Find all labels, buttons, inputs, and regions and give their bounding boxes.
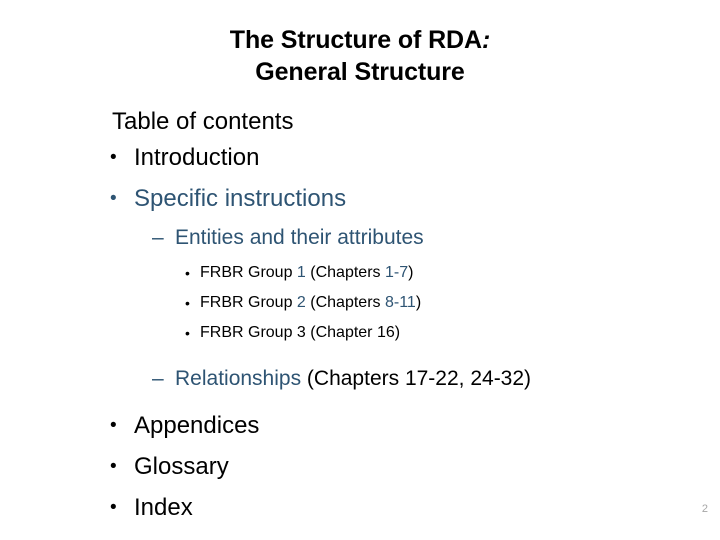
frbr2-chapter-range: 8-11	[384, 294, 416, 311]
list-item-frbr-group-1[interactable]: • FRBR Group 1 (Chapters 1-7)	[0, 258, 720, 288]
page-number: 2	[701, 503, 708, 515]
frbr2-chapters-label: (Chapters	[305, 294, 385, 311]
bullet-dot-icon: •	[110, 497, 117, 518]
relationships-label: Relationships	[175, 367, 302, 390]
bullet-dot-icon: •	[110, 415, 117, 436]
list-item-glossary[interactable]: • Glossary	[0, 446, 720, 487]
relationships-chapters: (Chapters 17-22, 24-32)	[301, 367, 532, 390]
frbr1-prefix: FRBR Group	[200, 264, 297, 281]
toc-heading: Table of contents	[0, 106, 720, 137]
frbr1-suffix: )	[408, 264, 414, 281]
list-item-label: Introduction	[134, 144, 260, 171]
list-item-frbr-group-3[interactable]: • FRBR Group 3 (Chapter 16)	[0, 318, 720, 348]
bullet-dash-icon: –	[152, 226, 164, 249]
slide-title: The Structure of RDA: General Structure	[0, 24, 720, 88]
slide-body: Table of contents • Introduction • Speci…	[0, 106, 720, 528]
title-line-1: The Structure of RDA:	[0, 24, 720, 56]
list-item-label: Appendices	[134, 412, 260, 439]
list-item-label: Glossary	[134, 453, 229, 480]
list-item-relationships[interactable]: – Relationships (Chapters 17-22, 24-32)	[0, 360, 720, 397]
title-main-text: The Structure of RDA	[229, 26, 482, 54]
list-item-label: FRBR Group 3 (Chapter 16)	[200, 324, 401, 341]
list-item-label: Entities and their attributes	[175, 226, 424, 249]
list-item-specific-instructions[interactable]: • Specific instructions	[0, 178, 720, 219]
list-item-label: FRBR Group 1 (Chapters 1-7)	[200, 258, 413, 288]
bullet-dot-icon: •	[110, 456, 117, 477]
frbr2-suffix: )	[415, 294, 422, 311]
frbr2-group-number: 2	[296, 294, 306, 311]
list-item-appendices[interactable]: • Appendices	[0, 405, 720, 446]
bullet-dash-icon: –	[152, 367, 164, 390]
title-colon: :	[481, 26, 491, 54]
list-item-introduction[interactable]: • Introduction	[0, 137, 720, 178]
bullet-dot-icon: •	[185, 325, 190, 341]
list-item-entities-and-attributes[interactable]: – Entities and their attributes	[0, 219, 720, 256]
list-item-label: Relationships (Chapters 17-22, 24-32)	[175, 360, 531, 397]
bullet-dot-icon: •	[110, 188, 117, 209]
list-item-frbr-group-2[interactable]: • FRBR Group 2 (Chapters 8-11)	[0, 288, 720, 318]
toc-heading-label: Table of contents	[112, 108, 294, 135]
frbr1-group-number: 1	[296, 264, 306, 281]
frbr2-prefix: FRBR Group	[200, 294, 297, 311]
bullet-dot-icon: •	[185, 265, 190, 281]
list-item-index[interactable]: • Index	[0, 487, 720, 528]
bullet-dot-icon: •	[110, 147, 117, 168]
frbr1-chapters-label: (Chapters	[305, 264, 385, 281]
list-item-label: Index	[134, 494, 193, 521]
title-line-2: General Structure	[255, 58, 465, 86]
list-item-label: Specific instructions	[134, 185, 347, 212]
list-item-label: FRBR Group 2 (Chapters 8-11)	[200, 288, 421, 318]
frbr1-chapter-range: 1-7	[384, 264, 409, 281]
bullet-dot-icon: •	[185, 295, 190, 311]
